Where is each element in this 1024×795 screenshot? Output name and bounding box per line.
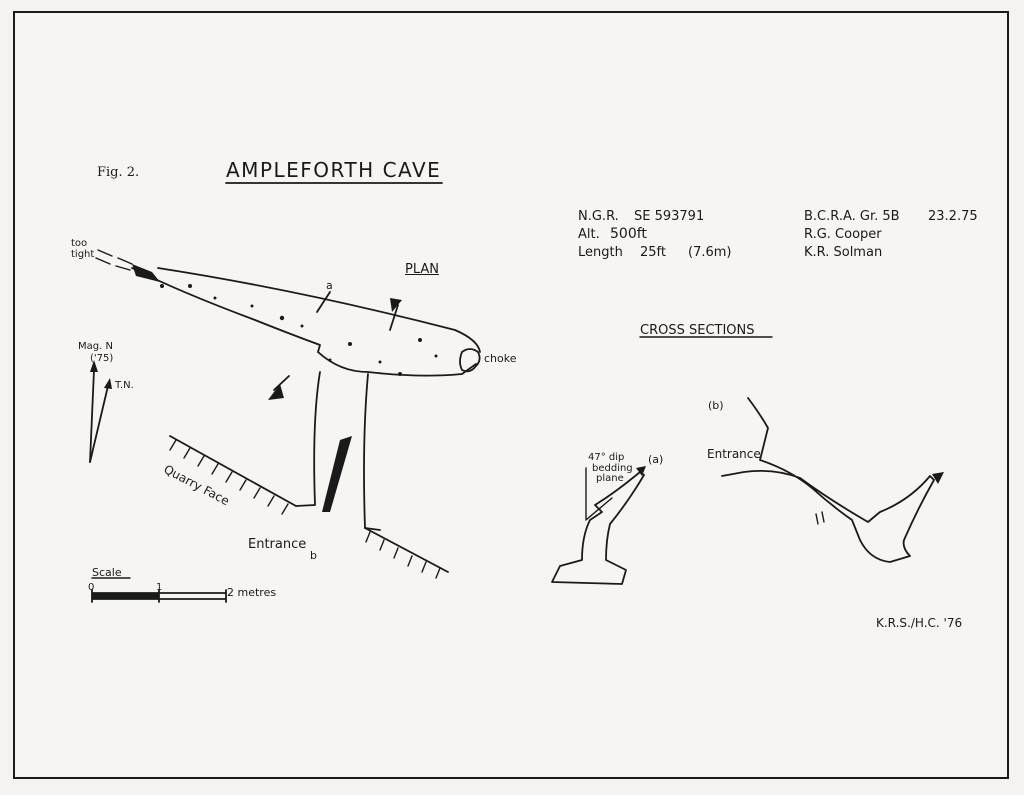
plan-entrance-label: Entrance bbox=[248, 537, 307, 552]
too-tight-arrow bbox=[132, 264, 160, 282]
entrance-right-hatch-line bbox=[364, 527, 449, 573]
scale-tick-1: 1 bbox=[156, 582, 163, 593]
section-marker-b bbox=[268, 384, 284, 400]
too-tight-label: too tight bbox=[71, 238, 94, 260]
too-tight-line-2: tight bbox=[71, 249, 95, 260]
survey-grade: B.C.R.A. Gr. 5B bbox=[804, 209, 900, 224]
surveyor-2: K.R. Solman bbox=[804, 245, 883, 260]
length-value: 25ft bbox=[640, 245, 666, 260]
entrance-right-hatch bbox=[365, 531, 441, 579]
scale-heading: Scale bbox=[92, 566, 122, 579]
quarry-face-line bbox=[169, 435, 297, 507]
cross-section-entrance-label: Entrance bbox=[707, 447, 761, 461]
figure-title: AMPLEFORTH CAVE bbox=[226, 158, 442, 182]
plane-label: plane bbox=[596, 473, 624, 484]
dip-angle-lines bbox=[585, 467, 613, 521]
length-label: Length bbox=[578, 245, 623, 260]
plan-passage-wall-top bbox=[157, 267, 481, 353]
cross-section-a-label: (a) bbox=[648, 453, 664, 466]
true-north-arrowhead bbox=[104, 378, 112, 389]
cross-section-b-label: (b) bbox=[708, 399, 724, 412]
too-tight-line-1: too bbox=[71, 238, 88, 249]
section-b-marker-label: b bbox=[310, 549, 317, 562]
cross-section-b-outline bbox=[721, 397, 935, 563]
plan-entrance-left-wall bbox=[295, 371, 321, 507]
ngr-label: N.G.R. bbox=[578, 209, 619, 224]
choke-label: choke bbox=[484, 352, 517, 365]
altitude-value: 500ft bbox=[610, 226, 647, 242]
survey-credit: K.R.S./H.C. '76 bbox=[876, 616, 963, 630]
plan-passage-wall-bottom bbox=[131, 267, 321, 353]
section-line-a bbox=[316, 291, 331, 313]
mag-north-year: ('75) bbox=[90, 353, 114, 364]
bedding-label: bedding bbox=[592, 463, 633, 474]
quarry-face-hatch bbox=[169, 439, 289, 515]
plan-heading: PLAN bbox=[405, 262, 439, 277]
section-a-marker-label: a bbox=[326, 279, 333, 292]
scale-tick-0: 0 bbox=[88, 582, 95, 593]
cross-sections-heading: CROSS SECTIONS bbox=[640, 323, 755, 338]
mag-north-line bbox=[89, 369, 95, 463]
plan-entrance-right-wall bbox=[363, 373, 381, 531]
entrance-direction-arrow bbox=[322, 436, 352, 512]
figure-frame bbox=[13, 11, 1009, 779]
true-north-line bbox=[89, 385, 109, 463]
scale-bar-fill bbox=[92, 593, 159, 599]
plan-stones bbox=[160, 284, 438, 376]
mag-north-label: Mag. N bbox=[78, 341, 113, 352]
figure-label: Fig. 2. bbox=[97, 165, 140, 180]
too-tight-dashes bbox=[95, 249, 133, 271]
cross-section-a-outline bbox=[551, 471, 645, 585]
mag-north-arrowhead bbox=[90, 360, 98, 372]
dip-label: 47° dip bbox=[588, 452, 625, 463]
section-line-b bbox=[273, 375, 290, 391]
choke-boulders bbox=[459, 348, 481, 373]
section-marker-a bbox=[390, 298, 402, 312]
scale-tick-2: 2 metres bbox=[227, 586, 277, 599]
plan-chamber-bottom bbox=[317, 351, 477, 377]
survey-date: 23.2.75 bbox=[928, 209, 978, 224]
section-line-c bbox=[389, 304, 399, 331]
altitude-label: Alt. bbox=[578, 227, 600, 242]
ngr-value: SE 593791 bbox=[634, 209, 705, 224]
length-metric: (7.6m) bbox=[688, 245, 732, 260]
true-north-label: T.N. bbox=[115, 380, 134, 391]
cross-section-a-arrow bbox=[636, 466, 646, 476]
cross-section-b-arrow bbox=[932, 472, 944, 484]
surveyor-1: R.G. Cooper bbox=[804, 227, 882, 242]
cross-section-b-ladder bbox=[815, 511, 825, 525]
